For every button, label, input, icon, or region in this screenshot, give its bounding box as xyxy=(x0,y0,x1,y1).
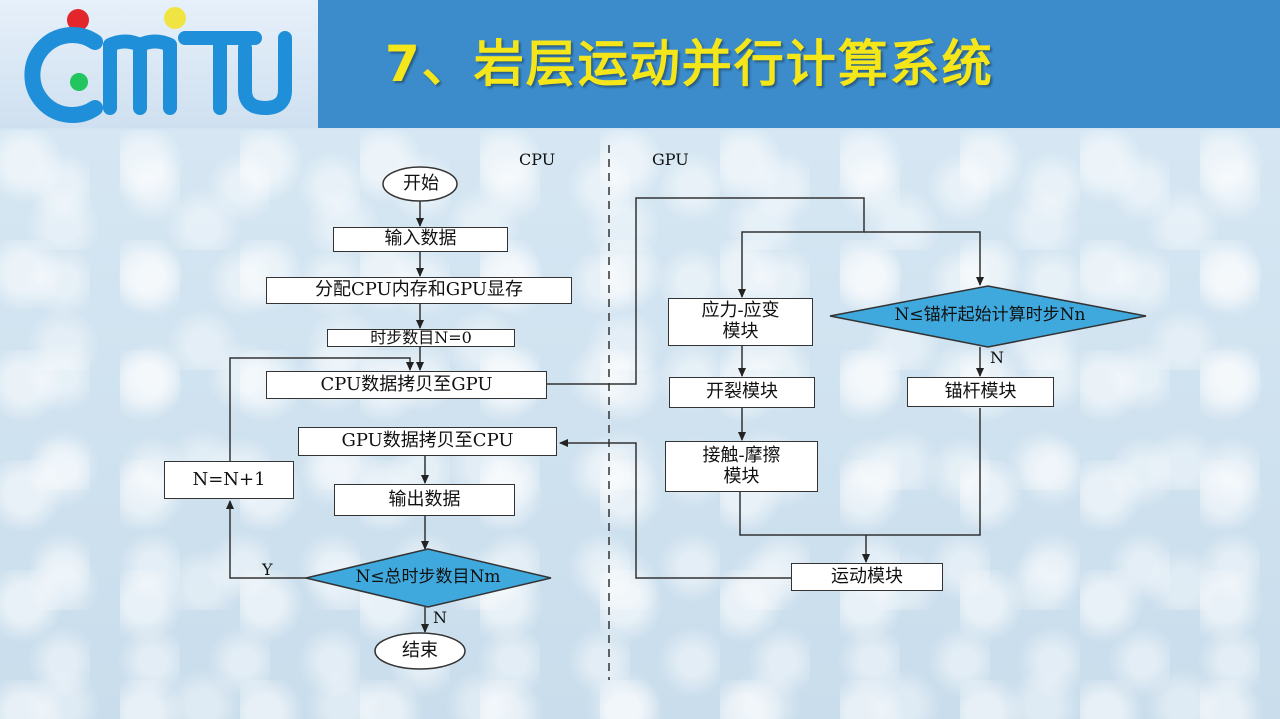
logo-dot-green xyxy=(70,73,88,91)
motion-box: 运动模块 xyxy=(791,563,943,591)
logo-dot-yellow xyxy=(164,7,186,29)
input-data-box: 输入数据 xyxy=(333,227,508,252)
anchor-box: 锚杆模块 xyxy=(907,377,1054,407)
stress-strain-box: 应力-应变 模块 xyxy=(668,298,813,346)
copy-cpu-to-gpu-box: CPU数据拷贝至GPU xyxy=(266,371,547,399)
decision-anchor-label: N≤锚杆起始计算时步Nn xyxy=(894,305,1086,326)
logo-dot-red xyxy=(67,9,89,31)
fracture-box: 开裂模块 xyxy=(669,377,815,408)
contact-friction-box: 接触-摩擦 模块 xyxy=(665,441,818,492)
timestep-init-box: 时步数目N=0 xyxy=(327,328,515,347)
logo-graphic xyxy=(24,7,292,123)
lane-label-cpu: CPU xyxy=(519,150,556,169)
end-ellipse xyxy=(374,632,466,670)
decision-total-shape xyxy=(305,548,552,608)
increment-box: N=N+1 xyxy=(164,461,294,499)
allocate-memory-box: 分配CPU内存和GPU显存 xyxy=(266,277,572,304)
decision-total-label: N≤总时步数目Nm xyxy=(355,567,501,588)
yes-label: Y xyxy=(262,560,273,579)
output-data-box: 输出数据 xyxy=(334,484,515,516)
lane-label-gpu: GPU xyxy=(652,150,689,169)
no-label: N xyxy=(433,608,447,627)
decision-anchor-shape xyxy=(829,285,1147,348)
logo xyxy=(0,0,318,128)
start-ellipse xyxy=(382,166,458,202)
copy-gpu-to-cpu-box: GPU数据拷贝至CPU xyxy=(298,427,557,456)
background xyxy=(0,130,1280,719)
header-bar: 7、岩层运动并行计算系统 xyxy=(0,0,1280,128)
page-title: 7、岩层运动并行计算系统 xyxy=(385,35,994,93)
anchor-no-label: N xyxy=(990,348,1004,367)
start-node: 开始 xyxy=(403,172,439,194)
end-node: 结束 xyxy=(402,639,438,661)
